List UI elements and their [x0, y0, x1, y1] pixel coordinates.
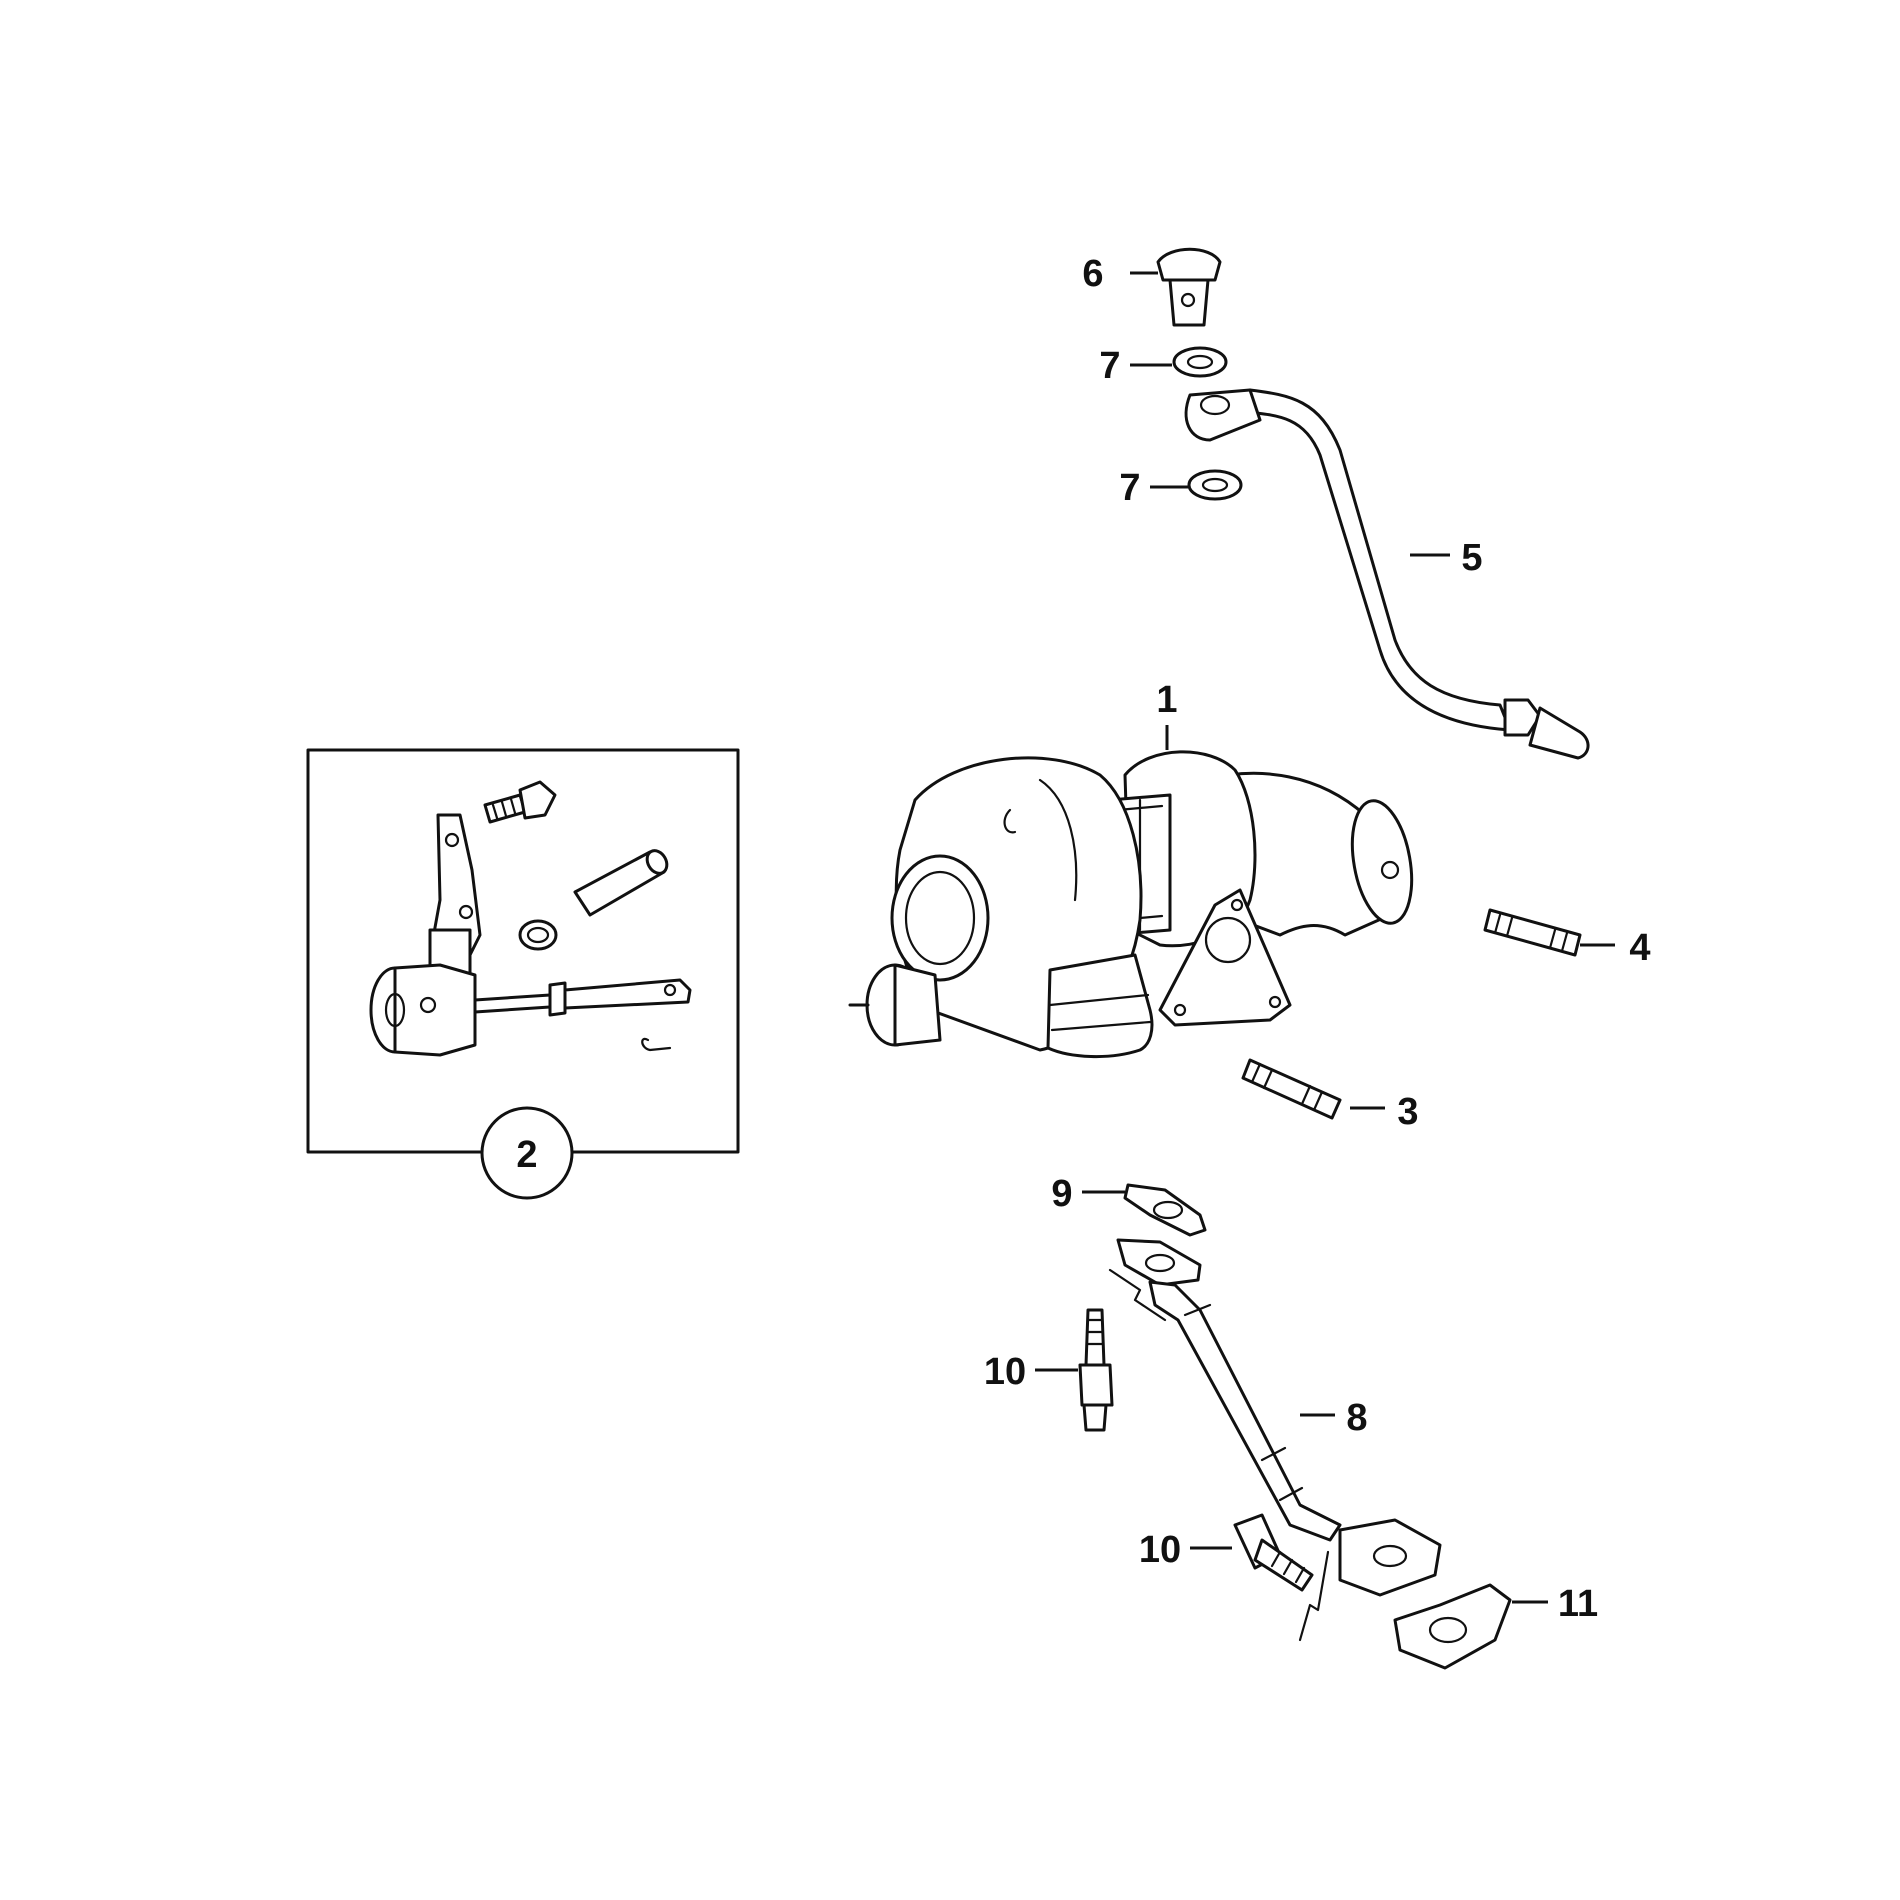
callout-6-label: 6: [1082, 253, 1103, 295]
callout-2-label: 2: [516, 1134, 537, 1176]
sealing-washer-lower-hole: [1201, 477, 1229, 493]
gasket-9-hole: [1152, 1200, 1184, 1220]
bolt-10-lower-shank: [1253, 1538, 1314, 1592]
flange-bolt-hole-2: [1268, 995, 1282, 1009]
turbo-outlet-flange: [1350, 799, 1414, 925]
bolt-10-upper-collar: [1082, 1403, 1108, 1432]
stud-3: [1241, 1058, 1342, 1120]
compressor-inlet-inner: [904, 870, 976, 966]
inset-sleeve-end: [645, 849, 669, 875]
banjo-bolt-head: [1156, 247, 1222, 282]
callout-7a-label: 7: [1099, 345, 1120, 387]
callout-3-label: 3: [1397, 1091, 1418, 1133]
callout-1-label: 1: [1156, 679, 1177, 721]
turbine-inlet-port: [1204, 916, 1252, 964]
actuator-port: [384, 992, 406, 1028]
return-pipe-upper-flange: [1116, 1238, 1202, 1287]
actuator-kit-inset: [306, 748, 740, 1154]
callout-10a-label: 10: [984, 1351, 1026, 1393]
rod-end: [563, 978, 692, 1010]
gasket-11-hole: [1428, 1616, 1468, 1644]
banjo-bolt-bore: [1180, 292, 1196, 308]
turbocharger: [848, 750, 1414, 1058]
leader-lines: [1035, 271, 1615, 1604]
stud-4-thread: [1493, 913, 1569, 953]
compressor-housing-clip: [1003, 808, 1017, 834]
lower-flange-port: [1372, 1544, 1408, 1568]
stud-4: [1483, 908, 1582, 957]
bolt-10-upper-shank: [1084, 1308, 1106, 1367]
stud-3-thread: [1250, 1062, 1324, 1112]
callout-10b-label: 10: [1139, 1529, 1181, 1571]
callout-11-label: 11: [1558, 1583, 1598, 1625]
stud-4-body: [1483, 908, 1582, 957]
compressor-outlet: [1046, 953, 1154, 1058]
gasket-9: [1123, 1183, 1207, 1237]
bolt-10-upper-guide: [1108, 1268, 1167, 1322]
sealing-washer-upper-hole: [1186, 354, 1214, 370]
bolt-10-upper-thread: [1086, 1318, 1104, 1346]
inset-hose-clamp: [518, 919, 558, 951]
rod-adjuster: [548, 981, 567, 1017]
oil-feed-assembly: [1156, 247, 1590, 760]
bolt-10-upper-head: [1078, 1363, 1114, 1407]
flange-bolt-hole-1: [1230, 898, 1244, 912]
pipe-end-fitting: [1528, 706, 1590, 760]
callout-2: 2: [480, 1106, 574, 1200]
compressor-housing-contour: [1038, 778, 1078, 902]
bracket-hole-mid: [458, 904, 474, 920]
bolt-10-lower-guide: [1298, 1550, 1330, 1642]
flange-bolt-hole-3: [1173, 1003, 1187, 1017]
actuator-canister-body: [393, 963, 477, 1057]
rod-end-hole: [663, 983, 677, 997]
retaining-clip: [641, 1037, 672, 1052]
sealing-washer-lower: [1187, 469, 1243, 501]
oil-return-pipe: [1148, 1280, 1342, 1542]
oil-return-assembly: [1078, 1183, 1512, 1670]
turbo-actuator-body: [893, 963, 942, 1047]
callout-4-label: 4: [1629, 927, 1650, 969]
inset-bolt-thread: [491, 797, 517, 820]
callout-5-label: 5: [1461, 537, 1482, 579]
bolt-10-lower-thread: [1270, 1550, 1306, 1584]
return-pipe-lower-flange: [1338, 1518, 1442, 1597]
banjo-bolt-shank: [1168, 278, 1210, 327]
oil-return-pipe-rings: [1183, 1303, 1304, 1502]
inset-hose-clamp-inner: [526, 926, 550, 944]
upper-flange-port: [1144, 1253, 1176, 1273]
actuator-bracket: [428, 813, 482, 957]
callout-8-label: 8: [1346, 1397, 1367, 1439]
callout-2-circle: [480, 1106, 574, 1200]
turbine-inlet-flange: [1158, 888, 1292, 1027]
outlet-flange-hole: [1380, 860, 1400, 880]
inset-frame: [306, 748, 740, 1154]
compressor-outlet-ribs: [1048, 993, 1152, 1032]
inset-bolt-head: [518, 780, 557, 820]
sealing-washer-upper: [1172, 346, 1228, 378]
actuator-fitting: [419, 996, 437, 1014]
callout-7b-label: 7: [1119, 467, 1140, 509]
banjo-fitting: [1184, 388, 1262, 442]
callout-9-label: 9: [1051, 1173, 1072, 1215]
banjo-eye: [1199, 394, 1231, 416]
callout-labels: 1 3 4 5 6 7 7 8 9 10 10 11: [984, 253, 1651, 1625]
bracket-hole-top: [444, 832, 460, 848]
gasket-11: [1393, 1583, 1512, 1670]
actuator-rod: [473, 993, 552, 1014]
